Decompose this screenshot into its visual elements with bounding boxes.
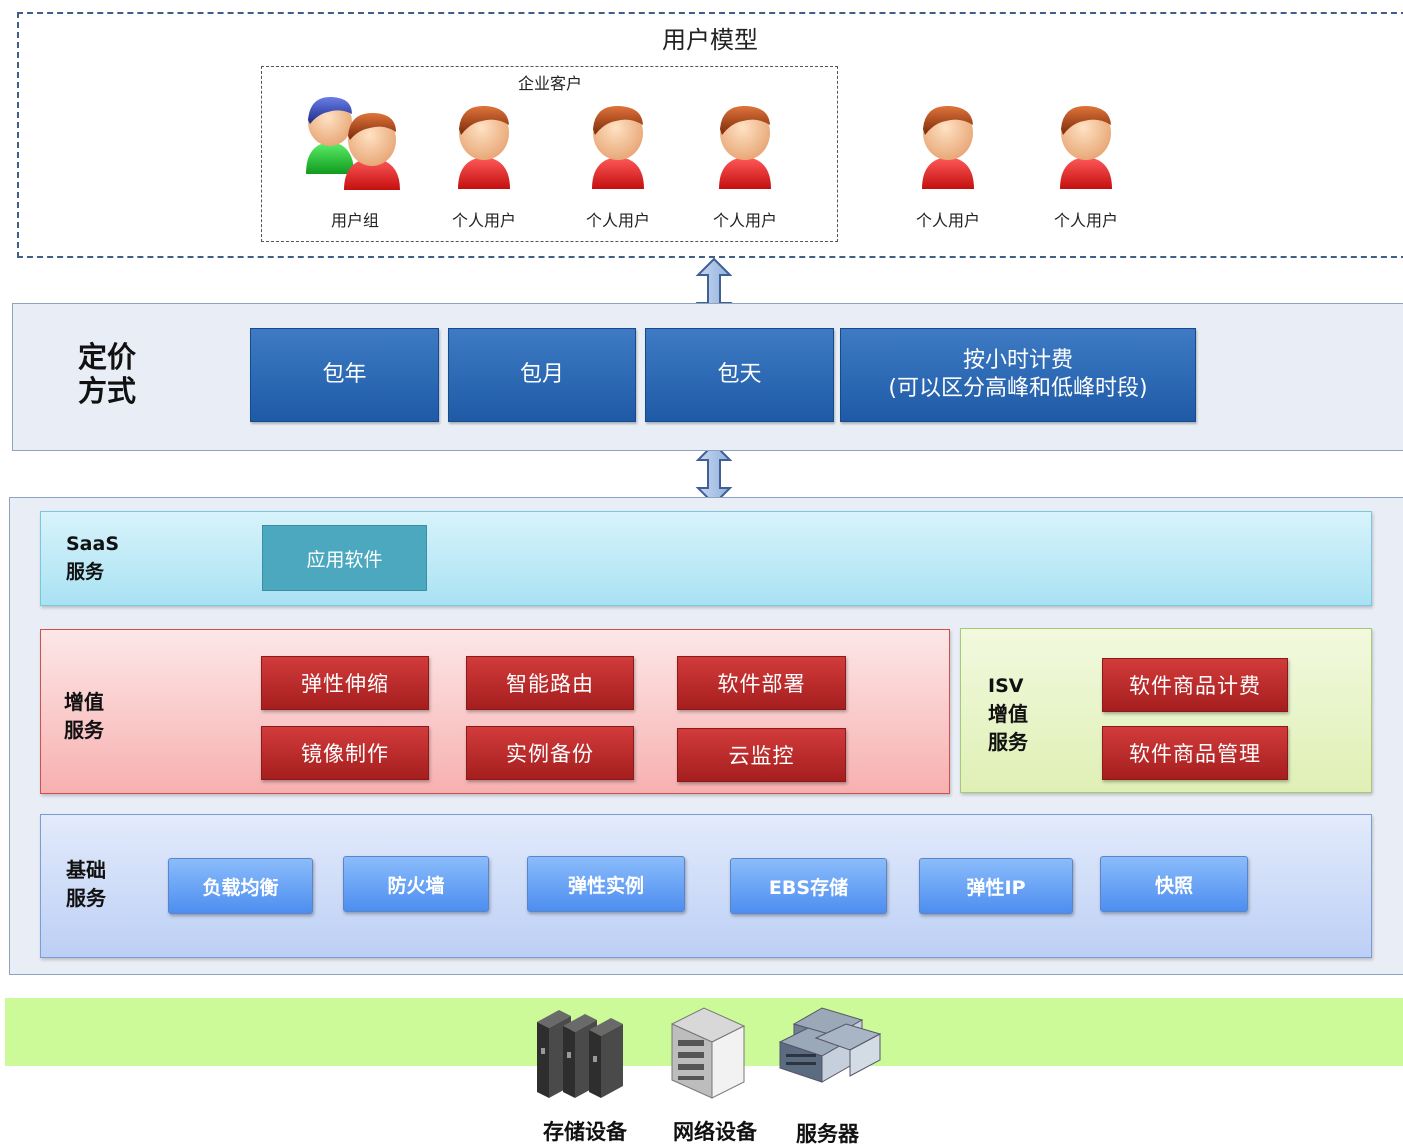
user-group-icon: [306, 96, 400, 190]
saas-title: SaaS 服务: [66, 533, 120, 583]
user-label: 个人用户: [1053, 211, 1118, 230]
value-added-title: 增值 服务: [64, 690, 104, 742]
isv-item: 软件商品计费: [1102, 658, 1288, 712]
user-model-region: [17, 12, 1403, 258]
isv-item: 软件商品管理: [1102, 726, 1288, 780]
value-added-item: 弹性伸缩: [261, 656, 429, 710]
hardware-label: 网络设备: [673, 1119, 757, 1144]
basic-service-item: 快照: [1100, 856, 1248, 912]
user-label: 个人用户: [915, 211, 980, 230]
basic-service-item: 负载均衡: [168, 858, 313, 914]
user-model-title: 用户模型: [662, 26, 758, 54]
person-icon: [719, 105, 771, 189]
enterprise-customer-label: 企业客户: [517, 74, 582, 93]
person-icon: [1060, 105, 1112, 189]
server-icon: [778, 1007, 882, 1083]
person-icon: [592, 105, 644, 189]
enterprise-customer-group: [261, 66, 838, 242]
isv-title: ISV 增值 服务: [988, 675, 1028, 754]
user-label: 个人用户: [451, 211, 516, 230]
storage-device-icon: [537, 1010, 623, 1098]
value-added-item: 实例备份: [466, 726, 634, 780]
basic-services-title: 基础 服务: [66, 858, 106, 910]
value-added-item: 软件部署: [677, 656, 846, 710]
pricing-option-yearly: 包年: [250, 328, 439, 422]
user-label: 个人用户: [712, 211, 777, 230]
basic-service-item: 防火墙: [343, 856, 489, 912]
value-added-item: 云监控: [677, 728, 846, 782]
person-icon: [922, 105, 974, 189]
basic-service-item: EBS存储: [730, 858, 887, 914]
basic-service-item: 弹性IP: [919, 858, 1073, 914]
saas-item-application-software: 应用软件: [262, 525, 427, 591]
value-added-item: 智能路由: [466, 656, 634, 710]
network-device-icon: [670, 1007, 746, 1099]
user-label: 用户组: [330, 211, 379, 230]
person-icon: [458, 105, 510, 189]
pricing-option-hourly: 按小时计费 (可以区分高峰和低峰时段): [840, 328, 1196, 422]
basic-service-item: 弹性实例: [527, 856, 685, 912]
pricing-option-monthly: 包月: [448, 328, 636, 422]
hardware-label: 服务器: [796, 1121, 859, 1146]
user-label: 个人用户: [585, 211, 650, 230]
hardware-label: 存储设备: [543, 1119, 627, 1144]
pricing-title: 定价 方式: [78, 340, 137, 408]
saas-layer: [40, 511, 1372, 606]
value-added-item: 镜像制作: [261, 726, 429, 780]
pricing-option-daily: 包天: [645, 328, 834, 422]
